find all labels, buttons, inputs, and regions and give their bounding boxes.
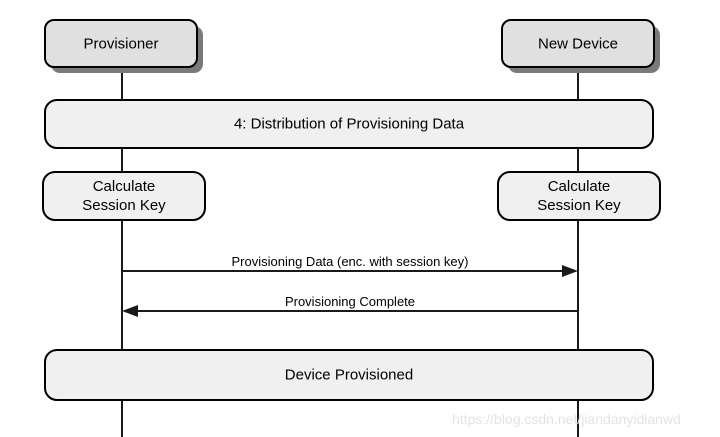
actor-new-device-label: New Device [538,35,618,52]
actor-provisioner-box[interactable] [44,19,198,68]
activation-left-box[interactable] [42,171,206,221]
activation-right-box[interactable] [497,171,661,221]
frame-distribution-box[interactable] [44,99,654,149]
message-provisioning-complete-label: Provisioning Complete [285,294,415,309]
frame-distribution[interactable]: 4: Distribution of Provisioning Data [44,99,654,149]
activation-left-label-line2: Session Key [82,197,166,214]
frame-distribution-label: 4: Distribution of Provisioning Data [234,115,465,132]
message-provisioning-data[interactable]: Provisioning Data (enc. with session key… [123,254,578,277]
activation-calc-session-key-left[interactable]: Calculate Session Key [42,171,206,221]
actor-header-provisioner[interactable]: Provisioner [44,19,203,73]
message-provisioning-complete[interactable]: Provisioning Complete [122,294,577,317]
activation-right-label-line1: Calculate [548,178,611,195]
activation-calc-session-key-right[interactable]: Calculate Session Key [497,171,661,221]
actor-provisioner-label: Provisioner [83,35,158,52]
message-provisioning-complete-arrowhead [122,305,138,317]
frame-device-provisioned-label: Device Provisioned [285,366,413,383]
message-provisioning-data-label: Provisioning Data (enc. with session key… [232,254,469,269]
activation-left-label-line1: Calculate [93,178,156,195]
watermark-text: https://blog.csdn.net/jiandanyidianwd [452,411,681,427]
message-provisioning-data-arrowhead [562,265,578,277]
activation-right-label-line2: Session Key [537,197,621,214]
actor-new-device-box[interactable] [501,19,655,68]
actor-header-new-device[interactable]: New Device [501,19,660,73]
frame-device-provisioned-box[interactable] [44,349,654,401]
frame-device-provisioned[interactable]: Device Provisioned [44,349,654,401]
